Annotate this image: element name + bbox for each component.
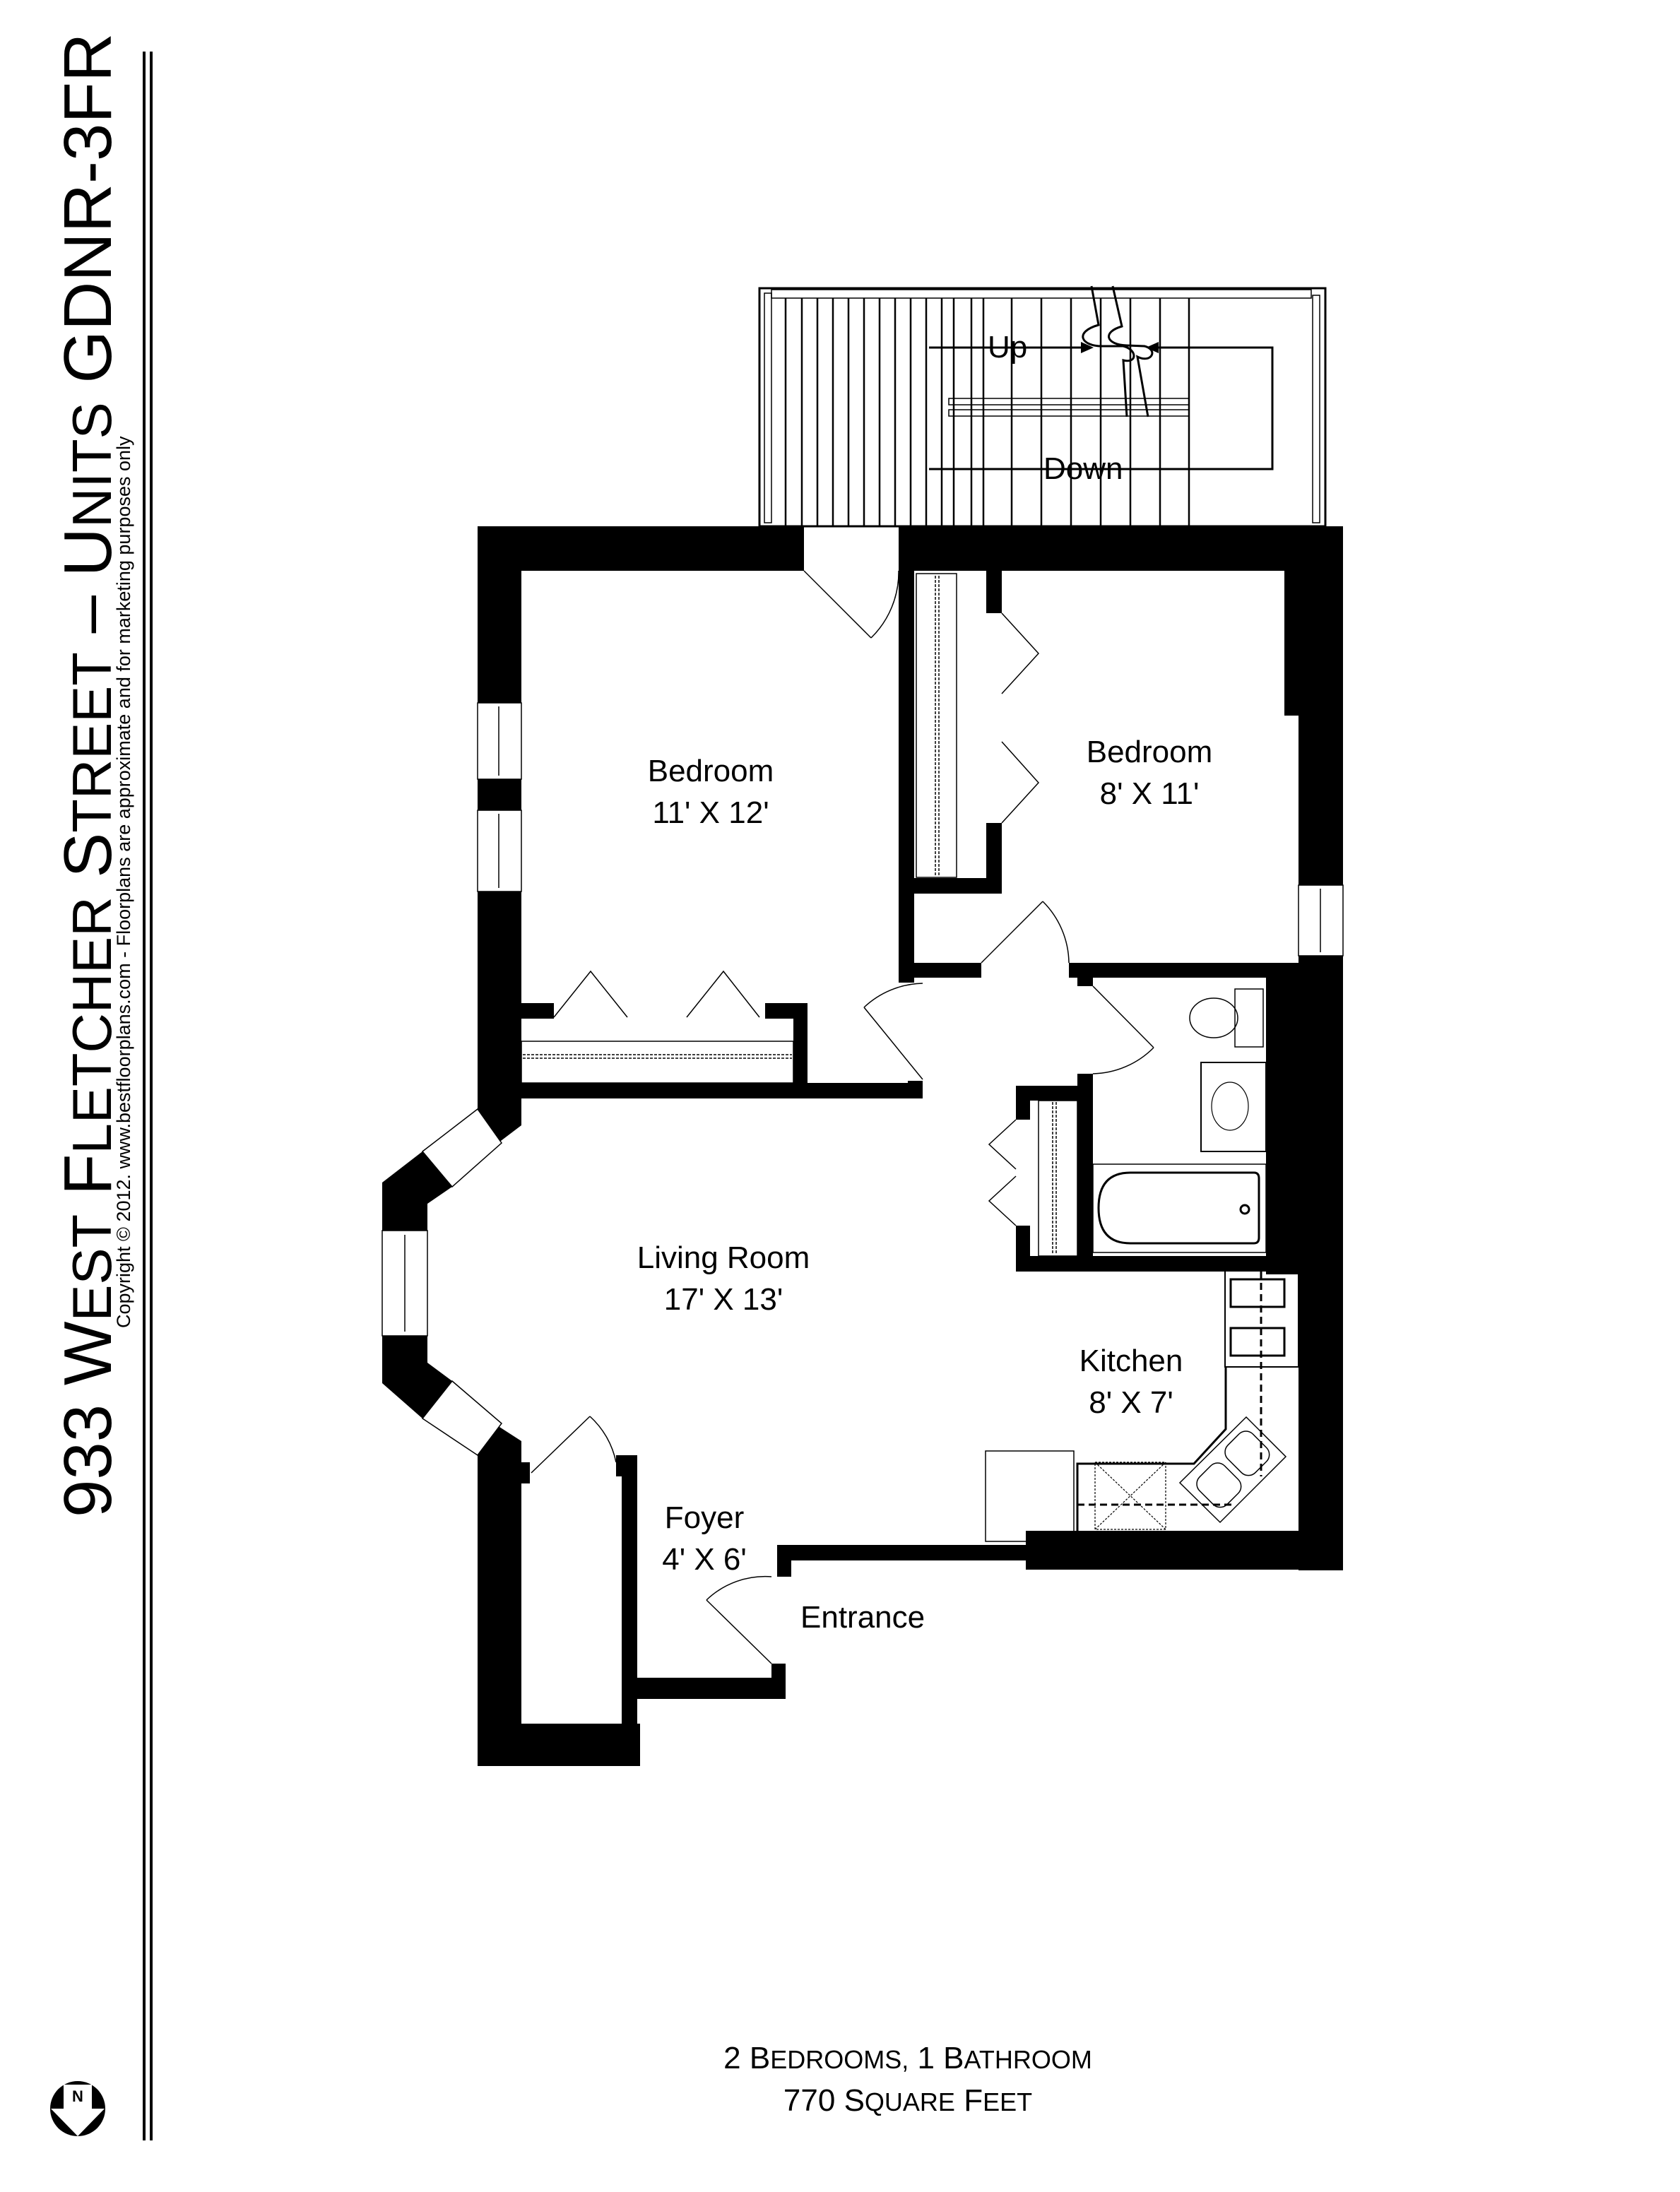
room-size: 8' X 7' xyxy=(1089,1385,1173,1421)
entrance-label: Entrance xyxy=(800,1600,925,1635)
room-living-room: Living Room 17' X 13' xyxy=(637,1237,810,1321)
room-name: Living Room xyxy=(637,1240,810,1275)
room-size: 11' X 12' xyxy=(652,795,769,831)
room-name: Bedroom xyxy=(647,754,774,788)
kitchen-fixtures xyxy=(985,1269,1299,1542)
room-size: 17' X 13' xyxy=(663,1282,783,1317)
room-name: Foyer xyxy=(664,1500,745,1535)
stairs-up-label: Up xyxy=(988,330,1028,365)
room-kitchen: Kitchen 8' X 7' xyxy=(1079,1340,1183,1424)
sink-icon xyxy=(1200,1062,1267,1152)
stairs-down-label: Down xyxy=(1043,451,1123,486)
room-bedroom-2: Bedroom 8' X 11' xyxy=(1087,731,1213,815)
room-size: 8' X 11' xyxy=(1099,776,1200,812)
summary-square-feet: 770 SQUARE FEET xyxy=(783,2083,1033,2118)
staircase xyxy=(758,285,1327,528)
closets xyxy=(521,573,1078,1257)
room-bedroom-1: Bedroom 11' X 12' xyxy=(648,750,774,834)
room-name: Kitchen xyxy=(1079,1344,1183,1378)
bathroom-fixtures xyxy=(1092,988,1267,1253)
room-foyer: Foyer 4' X 6' xyxy=(662,1497,747,1581)
walls xyxy=(382,526,1343,1766)
north-arrow-compass-icon: N xyxy=(49,2080,106,2137)
room-size: 4' X 6' xyxy=(662,1542,747,1577)
bathtub-icon xyxy=(1092,1163,1267,1253)
windows xyxy=(381,702,1344,1457)
kitchen-sink-icon xyxy=(1178,1416,1287,1524)
dishwasher-icon xyxy=(1094,1462,1166,1530)
toilet-icon xyxy=(1189,988,1264,1048)
border-rule xyxy=(143,52,153,2140)
summary-bedrooms-bathrooms: 2 BEDROOMS, 1 BATHROOM xyxy=(723,2041,1092,2075)
doors xyxy=(531,570,1154,1664)
room-name: Bedroom xyxy=(1086,735,1213,769)
refrigerator-icon xyxy=(985,1450,1075,1542)
